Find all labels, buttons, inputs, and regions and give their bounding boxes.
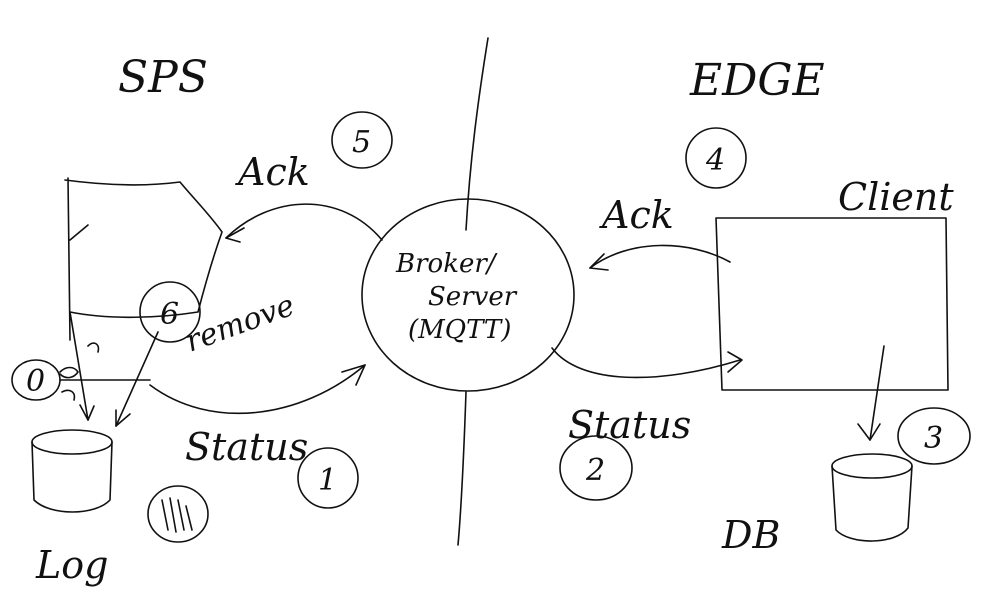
svg-text:5: 5 [352,125,371,160]
scribbled-badge [147,485,209,543]
step-5-badge: 5 [331,111,393,169]
ack-arrow-left-head [225,227,245,243]
svg-text:0: 0 [26,364,45,399]
ack-arrow-right [589,244,731,269]
remove-arrow-head [115,409,131,427]
step-6-badge: 6 [139,281,201,343]
broker-label-line1: Broker/ [395,249,498,279]
client-to-db-arrow [869,345,885,441]
status-arrow-right [551,347,741,379]
scribble-marks [59,342,100,401]
status-arrow-right-head [727,351,743,373]
ack-label-right: Ack [599,193,674,237]
step-0-badge: 0 [11,359,61,401]
remove-arrow [115,331,159,427]
section-label-sps: SPS [118,52,208,103]
divider-line [457,37,489,546]
remove-label: remove [181,288,299,360]
broker-label-line2: Server [428,282,518,312]
ack-arrow-right-head [589,253,609,271]
client-to-db-arrow-head [857,423,881,441]
section-label-edge: EDGE [689,55,825,106]
status-arrow-left-head [341,364,366,386]
db-cylinder [831,453,913,542]
sps-box-tick [69,224,89,241]
ack-label-left: Ack [235,150,310,194]
client-label: Client [838,175,954,219]
svg-text:6: 6 [160,297,179,332]
db-label: DB [721,513,780,557]
log-label: Log [35,543,108,587]
sps-to-log-arrow [69,311,89,421]
sps-box [64,177,223,341]
svg-text:1: 1 [318,463,337,498]
client-box [715,217,949,391]
svg-text:3: 3 [924,421,943,456]
step-4-badge: 4 [685,127,747,189]
status-label-right: Status [568,403,691,447]
status-label-left: Status [185,425,308,469]
broker-label-line3: (MQTT) [408,315,511,345]
log-cylinder [31,429,113,513]
svg-text:4: 4 [705,143,725,178]
svg-text:2: 2 [585,453,605,488]
step-1-badge: 1 [297,447,359,509]
sps-to-log-arrow-head [79,404,95,421]
ack-arrow-left [225,203,383,241]
status-arrow-left [149,364,366,415]
step-2-badge: 2 [559,435,633,501]
step-3-badge: 3 [897,407,971,465]
broker-circle [361,198,575,392]
